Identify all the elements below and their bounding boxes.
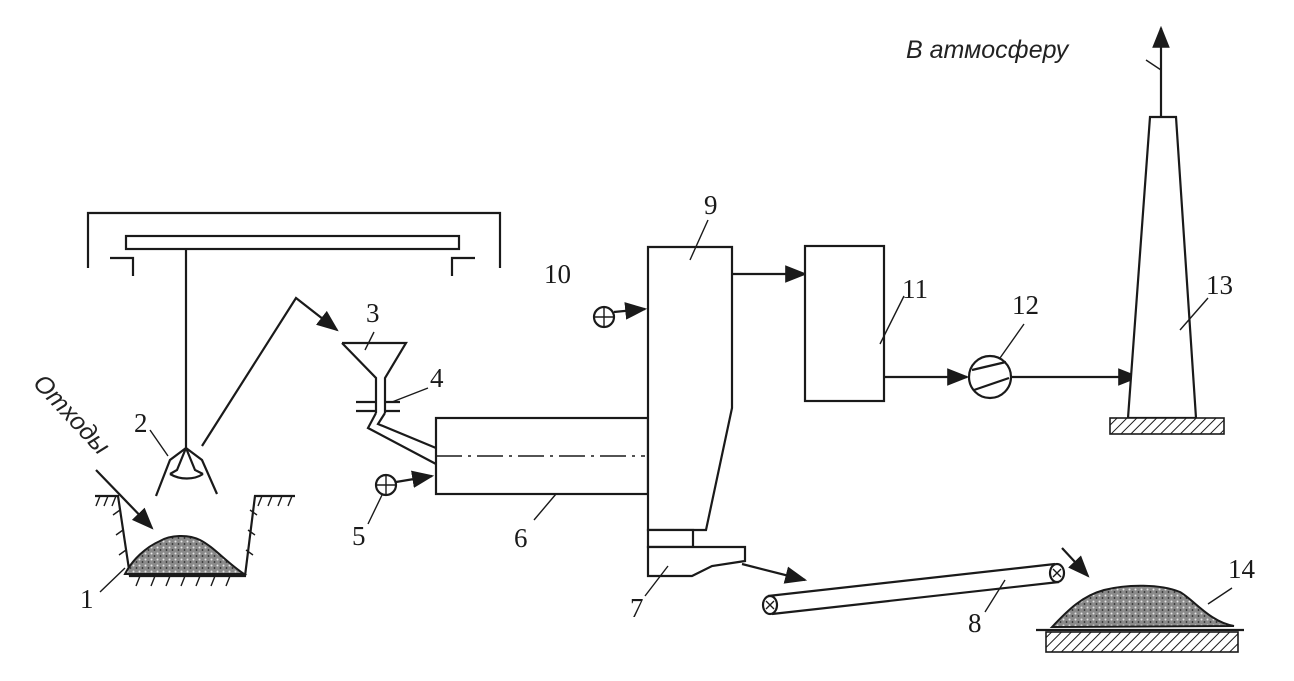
ash-heap (1036, 584, 1244, 653)
atmosphere-label: В атмосферу (906, 36, 1070, 64)
label-14: 14 (1228, 554, 1256, 584)
ash-discharge (646, 545, 808, 584)
label-13: 13 (1206, 270, 1233, 300)
label-12: 12 (1012, 290, 1039, 320)
exhaust-fan (967, 354, 1013, 400)
ash-conveyor (761, 547, 1090, 616)
transfer-arrow (201, 296, 339, 447)
waste-pit (95, 494, 295, 587)
label-9: 9 (704, 190, 718, 220)
waste-label: Отходы (28, 369, 116, 460)
leader-lines (99, 219, 1233, 613)
label-3: 3 (366, 298, 380, 328)
rotary-kiln (434, 416, 650, 496)
feed-hopper (341, 341, 437, 465)
label-8: 8 (968, 608, 982, 638)
label-1: 1 (80, 584, 94, 614)
label-2: 2 (134, 408, 148, 438)
chimney-stack (1109, 25, 1225, 435)
gas-cleaning-unit (803, 244, 886, 403)
afterburner-chamber (646, 245, 734, 549)
label-7: 7 (630, 593, 644, 623)
crane-grab (154, 447, 219, 497)
label-11: 11 (902, 274, 928, 304)
label-10: 10 (544, 259, 571, 289)
air-fan-10 (592, 302, 648, 329)
label-6: 6 (514, 523, 528, 553)
label-4: 4 (430, 363, 444, 393)
label-5: 5 (352, 521, 366, 551)
crane-gantry (86, 211, 502, 448)
waste-arrow (95, 469, 154, 530)
air-fan-5 (374, 470, 435, 497)
waste-heap (123, 535, 248, 575)
